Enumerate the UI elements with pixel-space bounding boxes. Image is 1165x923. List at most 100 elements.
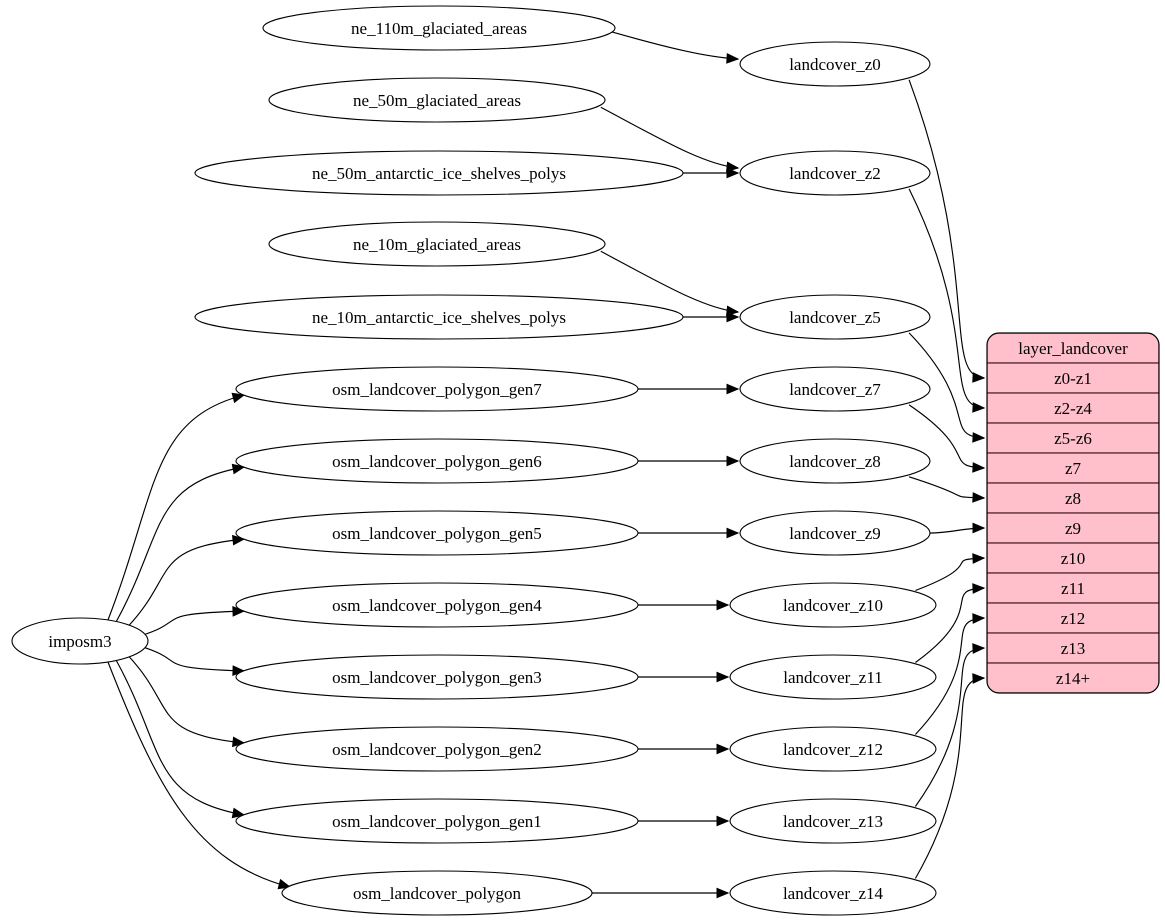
edge-arrowhead [972,492,986,503]
node-label: ne_10m_antarctic_ice_shelves_polys [312,308,566,327]
node-label: osm_landcover_polygon_gen7 [332,380,542,399]
node-ne_10m_antarctic_ice_shelves_polys[interactable]: ne_10m_antarctic_ice_shelves_polys [194,294,684,340]
edge-arrowhead [716,671,730,683]
source-table-ellipse [235,582,639,628]
node-label: osm_landcover_polygon_gen4 [332,596,542,615]
node-osm_landcover_polygon_gen2[interactable]: osm_landcover_polygon_gen2 [235,726,639,772]
source-table-ellipse [262,5,616,51]
node-landcover_z11[interactable]: landcover_z11 [729,654,937,700]
node-label: landcover_z9 [789,524,881,543]
table-row-label: z2-z4 [1054,399,1092,418]
edge-arrowhead [716,743,730,755]
edge-arrowhead [726,311,740,323]
layer-view-ellipse [739,294,931,340]
table-row[interactable] [987,482,1159,514]
table-row-label: z10 [1061,549,1086,568]
node-label: landcover_z7 [789,380,881,399]
node-osm_landcover_polygon_gen1[interactable]: osm_landcover_polygon_gen1 [235,798,639,844]
edge-arrowhead [972,522,986,534]
table-row[interactable] [987,362,1159,394]
layer-view-ellipse [739,41,931,87]
edge-arrowhead [972,372,986,383]
node-layer: ne_110m_glaciated_areas ne_50m_glaciated_… [11,5,1160,916]
edge-landcover_z5-row2 [908,332,985,439]
edge-arrowhead [726,527,740,539]
node-ne_50m_glaciated_areas[interactable]: ne_50m_glaciated_areas [268,77,606,123]
edge-arrowhead [231,807,246,819]
edge-arrowhead [716,599,730,611]
node-landcover_z8[interactable]: landcover_z8 [739,438,931,484]
layer-view-ellipse [739,366,931,412]
node-osm_landcover_polygon_gen4[interactable]: osm_landcover_polygon_gen4 [235,582,639,628]
edge-imposm3-osm_landcover_polygon_gen7 [106,394,245,622]
layer-view-ellipse [729,726,937,772]
node-label: landcover_z14 [783,884,884,903]
node-label: ne_50m_antarctic_ice_shelves_polys [312,164,566,183]
edge-arrowhead [972,402,986,413]
edge-arrowhead [277,878,292,890]
table-row[interactable] [987,392,1159,424]
source-table-ellipse [268,77,606,123]
node-osm_landcover_polygon_gen5[interactable]: osm_landcover_polygon_gen5 [235,510,639,556]
source-table-ellipse [235,438,639,484]
table-row[interactable] [987,602,1159,634]
edge-arrowhead [726,455,740,467]
edge-ne_110m_glaciated_areas-landcover_z0 [610,31,739,60]
layer-view-ellipse [729,798,937,844]
node-ne_110m_glaciated_areas[interactable]: ne_110m_glaciated_areas [262,5,616,51]
edge-arrowhead [972,462,986,473]
layer-view-ellipse [739,510,931,556]
node-ne_10m_glaciated_areas[interactable]: ne_10m_glaciated_areas [268,221,606,267]
layer-view-ellipse [729,654,937,700]
layer-table[interactable]: z0-z1z2-z4z5-z6z7z8z9z10z11z12z13z14+lay… [986,332,1160,694]
edge-imposm3-osm_landcover_polygon_gen1 [115,658,245,816]
node-osm_landcover_polygon_gen7[interactable]: osm_landcover_polygon_gen7 [235,366,639,412]
node-landcover_z9[interactable]: landcover_z9 [739,510,931,556]
table-rows: z0-z1z2-z4z5-z6z7z8z9z10z11z12z13z14+lay… [987,333,1159,693]
node-landcover_z5[interactable]: landcover_z5 [739,294,931,340]
table-row[interactable] [987,542,1159,574]
node-landcover_z10[interactable]: landcover_z10 [729,582,937,628]
edge-landcover_z14-row10 [914,677,985,879]
node-label: landcover_z10 [783,596,883,615]
node-label: landcover_z0 [789,55,881,74]
source-table-ellipse [235,366,639,412]
edge-arrowhead [972,432,986,443]
node-label: osm_landcover_polygon_gen1 [332,812,542,831]
edge-landcover_z10-row6 [915,557,985,592]
node-landcover_z13[interactable]: landcover_z13 [729,798,937,844]
table-row-label: z12 [1061,609,1086,628]
node-landcover_z0[interactable]: landcover_z0 [739,41,931,87]
node-osm_landcover_polygon_gen6[interactable]: osm_landcover_polygon_gen6 [235,438,639,484]
node-label: imposm3 [48,632,111,651]
node-landcover_z14[interactable]: landcover_z14 [729,870,937,916]
edge-arrowhead [972,583,986,594]
node-landcover_z7[interactable]: landcover_z7 [739,366,931,412]
edge-landcover_z12-row8 [914,617,985,735]
layer-view-ellipse [729,582,937,628]
table-row-label: z11 [1061,579,1085,598]
node-landcover_z12[interactable]: landcover_z12 [729,726,937,772]
edge-arrowhead [972,613,986,624]
edge-arrowhead [716,815,730,827]
table-row-label: z13 [1061,639,1086,658]
table-row-label: z5-z6 [1054,429,1092,448]
source-table-ellipse [194,294,684,340]
node-imposm3[interactable]: imposm3 [11,617,149,665]
edge-arrowhead [972,553,986,564]
source-table-ellipse [268,221,606,267]
node-osm_landcover_polygon[interactable]: osm_landcover_polygon [281,870,593,916]
edge-arrowhead [972,643,986,654]
table-row[interactable] [987,662,1159,693]
edge-arrowhead [231,736,246,748]
node-ne_50m_antarctic_ice_shelves_polys[interactable]: ne_50m_antarctic_ice_shelves_polys [194,150,684,196]
edge-arrowhead [726,53,740,64]
node-label: osm_landcover_polygon [353,884,522,903]
source-table-ellipse [235,654,639,700]
edge-imposm3-osm_landcover_polygon_gen3 [140,645,245,672]
node-landcover_z2[interactable]: landcover_z2 [739,150,931,196]
edge-landcover_z11-row7 [915,587,985,663]
node-osm_landcover_polygon_gen3[interactable]: osm_landcover_polygon_gen3 [235,654,639,700]
